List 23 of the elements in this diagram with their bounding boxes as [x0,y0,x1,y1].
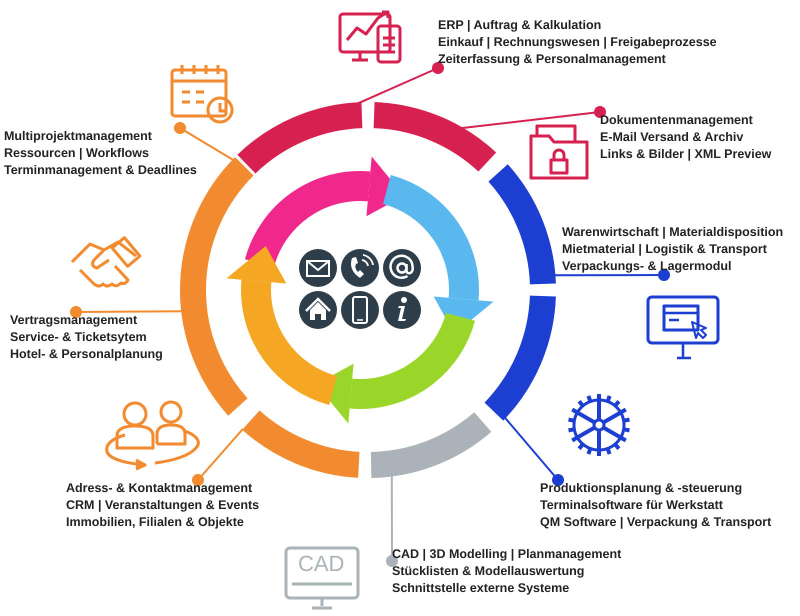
ring-segment [488,164,556,286]
leader-line [174,122,234,161]
ring-segment [372,102,496,172]
ring-segment [242,410,360,478]
leader-line [554,269,670,281]
feature-list: CAD | 3D Modelling | Planmanagement Stücklisten & Modellauswertung Schnittstelle externe Systeme [392,546,622,597]
ring-segment [370,412,491,478]
ring-segment [484,294,556,420]
ring-segment [238,102,364,174]
feature-list: Vertragsmanagement Service- & Ticketsytem Hotel- & Personalplanung [10,312,163,363]
leader-line [504,416,564,486]
leader-line [192,428,244,486]
feature-list: ERP | Auftrag & Kalkulation Einkauf | Rechnungswesen | Freigabeprozesse Zeiterfassung & Personalmanagement [438,17,717,68]
leader-line [70,306,182,318]
leader-line [386,476,398,567]
icon-text: CAD [298,553,344,575]
leader-line [461,106,606,130]
feature-list: Adress- & Kontaktmanagement CRM | Veranstaltungen & Events Immobilien, Filialen & Objekte [66,480,260,531]
feature-list: Dokumentenmanagement E-Mail Versand & Archiv Links & Bilder | XML Preview [600,112,772,163]
leader-line [358,62,444,104]
feature-list: Warenwirtschaft | Materialdisposition Mietmaterial | Logistik & Transport Verpackungs- & Lagermodul [562,224,784,275]
feature-list: Produktionsplanung & -steuerung Terminalsoftware für Werkstatt QM Software | Verpackung & Transport [540,480,772,531]
feature-list: Multiprojektmanagement Ressourcen | Workflows Terminmanagement & Deadlines [4,128,197,179]
